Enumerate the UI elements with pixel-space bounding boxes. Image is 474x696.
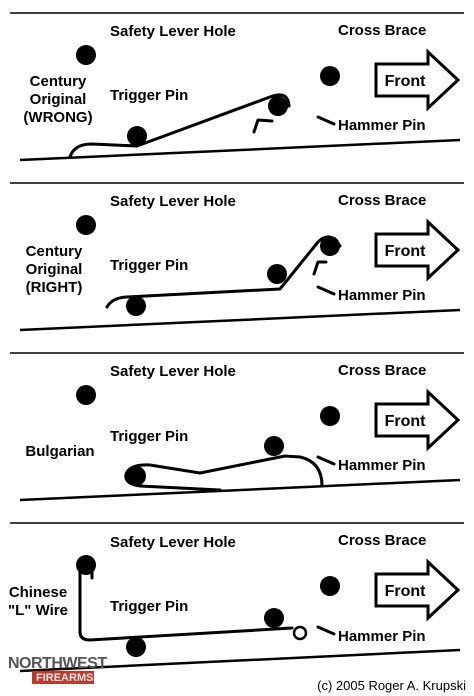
spring-wire (68, 93, 291, 159)
cross-brace-dot (320, 66, 340, 86)
variant-label-line-2: "L" Wire (8, 602, 68, 619)
panel-century-wrong: Safety Lever Hole Cross Brace Century Or… (19, 22, 461, 162)
spring-wire (124, 454, 324, 492)
variant-label-line-1: Bulgarian (25, 443, 94, 460)
hammer-pin-label: Hammer Pin (338, 117, 426, 134)
hammer-pin-pointer (316, 625, 336, 636)
hammer-pin-pointer (316, 455, 336, 466)
variant-label-line-2: Original (30, 91, 87, 108)
cross-brace-label: Cross Brace (338, 362, 426, 379)
panel-chinese-l-wire: Safety Lever Hole Cross Brace Chinese "L… (8, 532, 461, 673)
spring-wire (105, 235, 342, 309)
safety-lever-hole-label: Safety Lever Hole (110, 534, 236, 551)
trigger-pin-label: Trigger Pin (110, 87, 188, 104)
logo-red-banner (32, 671, 94, 684)
front-arrow-shape (374, 388, 461, 452)
logo-line-2: FIREARMS (36, 672, 93, 684)
spring-loop (292, 625, 308, 641)
spring-leg (252, 118, 274, 134)
copyright-text: (c) 2005 Roger A. Krupski (317, 678, 466, 693)
safety-lever-hole-label: Safety Lever Hole (110, 363, 236, 380)
front-label: Front (385, 413, 427, 430)
hammer-pin-dot (264, 608, 284, 628)
front-arrow-shape (374, 48, 461, 112)
logo-line-1: NORTHWEST (8, 655, 107, 672)
cross-brace-label: Cross Brace (338, 22, 426, 39)
hammer-pin-dot (267, 264, 287, 284)
front-arrow-shape (374, 218, 461, 282)
trigger-pin-dot (126, 466, 146, 486)
hammer-pin-label: Hammer Pin (338, 457, 426, 474)
hammer-pin-label: Hammer Pin (338, 628, 426, 645)
front-arrow-shape (374, 558, 461, 622)
receiver-bottom-line (19, 478, 461, 502)
hammer-pin-dot (268, 96, 288, 116)
variant-label-line-1: Century (26, 243, 83, 260)
panel-century-right: Safety Lever Hole Cross Brace Century Or… (19, 192, 461, 332)
front-arrow: Front (374, 388, 461, 452)
receiver-bottom-line (19, 308, 461, 332)
hammer-pin-label: Hammer Pin (338, 287, 426, 304)
trigger-pin-label: Trigger Pin (110, 428, 188, 445)
spring-leg (312, 260, 328, 276)
receiver-bottom-line (19, 138, 461, 162)
safety-lever-hole-dot (76, 385, 96, 405)
variant-label-line-3: (WRONG) (23, 109, 92, 126)
front-arrow: Front (374, 48, 461, 112)
variant-label-line-1: Chinese (9, 584, 67, 601)
cross-brace-label: Cross Brace (338, 192, 426, 209)
panel-bulgarian: Safety Lever Hole Cross Brace Bulgarian … (19, 362, 461, 502)
safety-lever-hole-label: Safety Lever Hole (110, 193, 236, 210)
front-label: Front (385, 243, 427, 260)
northwest-firearms-logo: NORTHWEST FIREARMS (8, 655, 108, 684)
front-label: Front (385, 583, 427, 600)
trigger-pin-label: Trigger Pin (110, 257, 188, 274)
variant-label-line-1: Century (30, 73, 87, 90)
hammer-pin-pointer (316, 115, 336, 126)
safety-lever-hole-dot (76, 215, 96, 235)
trigger-pin-label: Trigger Pin (110, 598, 188, 615)
front-label: Front (385, 73, 427, 90)
receiver-bottom-line (19, 648, 461, 673)
cross-brace-dot (320, 576, 340, 596)
hammer-pin-pointer (316, 285, 336, 296)
safety-lever-hole-dot (76, 45, 96, 65)
trigger-pin-dot (126, 296, 146, 316)
front-arrow: Front (374, 558, 461, 622)
safety-lever-hole-label: Safety Lever Hole (110, 23, 236, 40)
hammer-pin-dot (264, 436, 284, 456)
cross-brace-dot (320, 406, 340, 426)
spring-wire (78, 566, 294, 642)
variant-label-line-3: (RIGHT) (26, 279, 83, 296)
cross-brace-label: Cross Brace (338, 532, 426, 549)
front-arrow: Front (374, 218, 461, 282)
trigger-pin-dot (126, 637, 146, 657)
variant-label-line-2: Original (26, 261, 83, 278)
trigger-pin-dot (127, 126, 147, 146)
